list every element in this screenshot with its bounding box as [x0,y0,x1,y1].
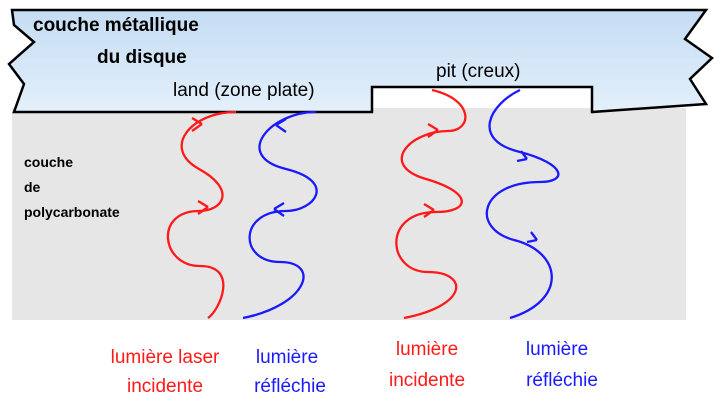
polycarbonate-label-line2: de [24,179,41,195]
polycarbonate-label-line3: polycarbonate [24,204,120,220]
polycarbonate-label-line1: couche [24,154,73,170]
land-incident-caption-line1: lumière laser [111,347,220,368]
land-reflected-caption-line1: lumière [256,347,318,368]
pit-incident-caption-line1: lumière [396,339,458,360]
pit-label: pit (creux) [436,61,520,82]
land-label: land (zone plate) [173,80,315,101]
pit-incident-caption-line2: incidente [389,370,465,391]
metal-layer-label-line2: du disque [97,47,187,68]
land-incident-caption-line2: incidente [127,376,203,397]
land-reflected-caption-line2: réfléchie [254,376,326,397]
metal-layer-label-line1: couche métallique [33,15,199,36]
pit-reflected-caption-line1: lumière [526,339,588,360]
pit-reflected-caption-line2: réfléchie [526,370,598,391]
